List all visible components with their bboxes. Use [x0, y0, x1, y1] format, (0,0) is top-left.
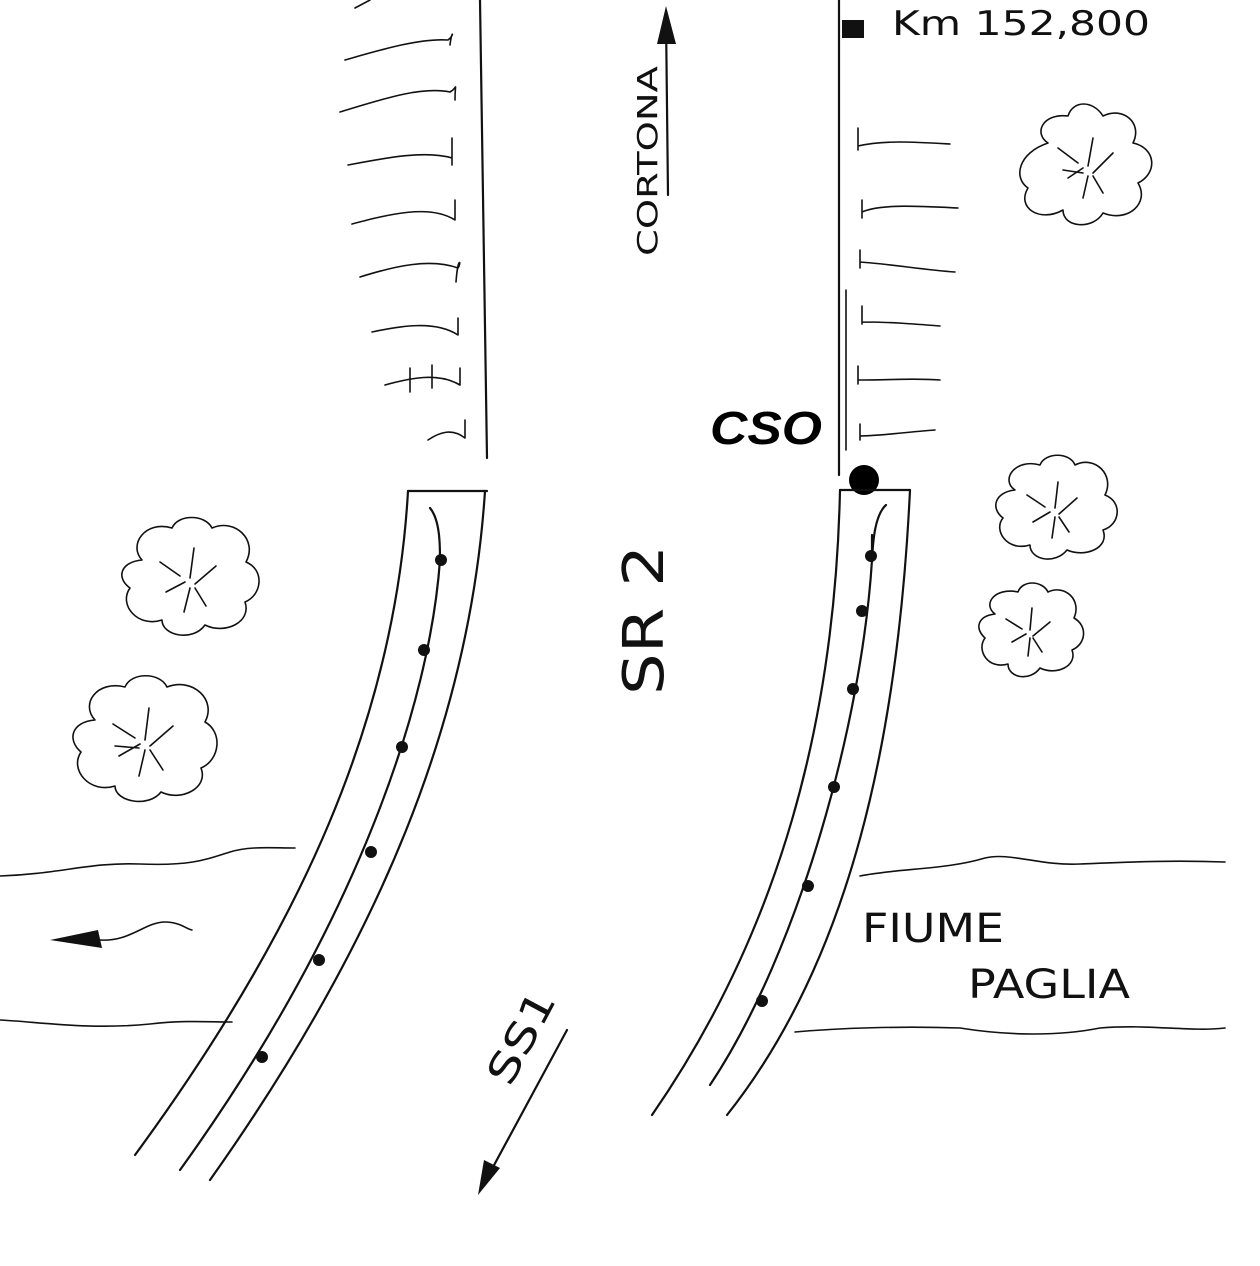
- river-banks: [0, 846, 1226, 1035]
- cortona-label: CORTONA: [631, 66, 664, 256]
- tree-icon: [995, 454, 1118, 560]
- sr2-label: SR 2: [612, 545, 677, 695]
- left-road-edge-upper: [478, 0, 489, 460]
- river-name-line2: PAGLIA: [968, 962, 1131, 1008]
- right-bridge: [650, 488, 912, 1117]
- right-bridge-pylon-dots: [756, 550, 877, 1007]
- cso-point-marker: [849, 465, 879, 495]
- tree-icon: [978, 582, 1085, 678]
- tree-icon: [72, 674, 218, 803]
- ss1-label: SS1: [478, 983, 566, 1093]
- river-flow-arrow: [50, 921, 193, 948]
- tree-icon: [1019, 103, 1153, 226]
- left-embankment-hatching: [339, 0, 466, 441]
- tree-icon: [121, 516, 260, 636]
- cortona-direction-arrow: [657, 6, 676, 197]
- left-bridge: [133, 489, 487, 1182]
- ss1-direction-arrow: [478, 1028, 569, 1195]
- cso-label: CSO: [710, 402, 822, 454]
- left-bridge-pylon-dots: [256, 554, 447, 1063]
- river-name-line1: FIUME: [862, 906, 1004, 952]
- right-embankment-hatching: [845, 127, 959, 451]
- km-label: Km 152,800: [892, 4, 1150, 44]
- km-marker-square: [842, 20, 864, 38]
